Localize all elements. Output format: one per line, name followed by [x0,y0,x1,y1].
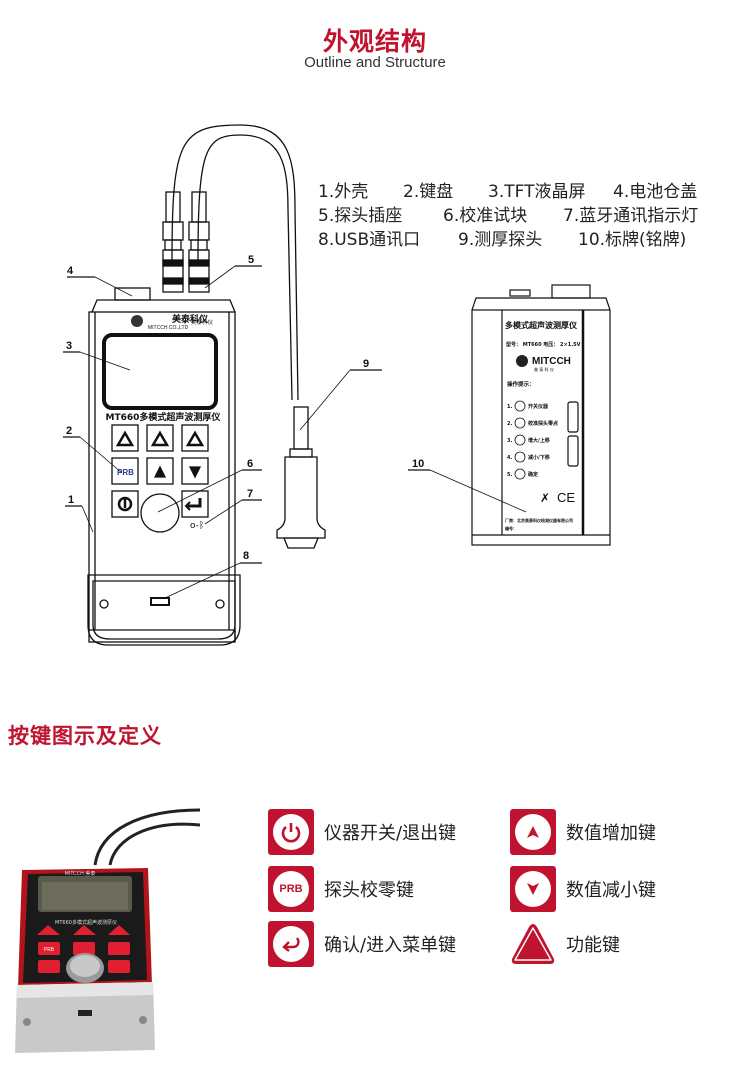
key-def-label: 数值减小键 [566,880,656,901]
prb-icon: PRB [268,866,314,912]
legend-item: 3.TFT液晶屏 [488,182,586,202]
enter-icon [268,921,314,967]
legend-item: 4.电池仓盖 [613,182,698,202]
svg-text:编号：: 编号： [505,525,517,531]
svg-text:PRB: PRB [117,468,134,477]
svg-text:型号： MT660 电压： 2×1.5V: 型号： MT660 电压： 2×1.5V [506,341,581,348]
svg-text:美 泰 科 仪: 美 泰 科 仪 [534,366,554,372]
svg-text:美泰科仪: 美泰科仪 [191,318,214,326]
legend-item: 1.外壳 [318,182,369,202]
svg-text:MITCCH 美泰: MITCCH 美泰 [65,870,96,877]
key-def-label: 探头校零键 [324,880,414,901]
svg-text:1: 1 [68,494,74,506]
key-def-up: 数值增加键 [510,809,656,855]
svg-text:8: 8 [243,550,249,562]
svg-text:5: 5 [248,254,254,266]
svg-text:美泰科仪: 美泰科仪 [172,313,209,325]
key-def-label: 确认/进入菜单键 [324,935,457,956]
legend-item: 6.校准试块 [443,206,528,226]
svg-text:7: 7 [247,488,253,500]
legend-row: 5.探头插座 6.校准试块 7.蓝牙通讯指示灯 [318,204,698,228]
svg-text:6: 6 [247,458,253,470]
section-title-keys: 按键图示及定义 [8,724,162,748]
svg-text:校准探头零点: 校准探头零点 [528,420,558,427]
svg-text:10: 10 [412,458,424,470]
svg-text:3: 3 [66,340,72,352]
legend-item: 2.键盘 [403,182,454,202]
svg-text:1.: 1. [507,404,512,410]
svg-text:PRB: PRB [44,947,55,953]
arrow-up-icon [510,809,556,855]
key-def-power: 仪器开关/退出键 [268,809,456,855]
key-def-prb: PRB 探头校零键 [268,866,414,912]
triangle-function-icon [510,921,556,967]
svg-text:o-ᛒ: o-ᛒ [190,520,204,531]
svg-text:9: 9 [363,358,369,370]
svg-text:MITCCH: MITCCH [532,356,571,367]
key-def-down: 数值减小键 [510,866,656,912]
back-view-diagram: 多模式超声波测厚仪 型号： MT660 电压： 2×1.5V MITCCH 美 … [408,284,611,546]
svg-text:5.: 5. [507,472,512,478]
svg-text:多模式超声波测厚仪: 多模式超声波测厚仪 [505,320,578,330]
svg-text:MITCCH CO.,LTD: MITCCH CO.,LTD [148,325,189,331]
key-def-label: 数值增加键 [566,823,656,844]
legend-item: 9.测厚探头 [458,230,543,250]
page-title-en: Outline and Structure [304,54,446,71]
svg-text:确定: 确定 [528,471,538,478]
key-def-function: 功能键 [510,921,620,967]
svg-text:3.: 3. [507,438,512,444]
svg-text:MT660多模式超声波测厚仪: MT660多模式超声波测厚仪 [106,411,222,423]
front-view-diagram: o-ᛒ 美泰科仪 美泰科仪 MITCCH CO.,LTD MT660多模 [63,124,382,646]
legend-item: 8.USB通讯口 [318,230,421,250]
svg-text:2: 2 [66,425,72,437]
arrow-down-icon [510,866,556,912]
key-def-label: 功能键 [566,935,620,956]
legend-row: 8.USB通讯口 9.测厚探头 10.标牌(铭牌) [318,228,698,252]
svg-text:厂商：北京美泰科仪检测仪器有限公司: 厂商：北京美泰科仪检测仪器有限公司 [505,517,573,523]
key-def-label: 仪器开关/退出键 [324,823,457,844]
svg-text:4: 4 [67,265,74,277]
svg-text:减小/下移: 减小/下移 [528,454,550,461]
svg-text:开关仪器: 开关仪器 [528,403,549,410]
svg-text:2.: 2. [507,421,512,427]
svg-text:CE: CE [557,490,575,505]
key-def-enter: 确认/进入菜单键 [268,921,456,967]
svg-text:操作提示：: 操作提示： [507,380,535,388]
legend-item: 7.蓝牙通讯指示灯 [563,206,699,226]
svg-text:增大/上移: 增大/上移 [528,437,550,444]
device-photo: MT660多模式超声波测厚仪 MITCCH 美泰 PRB [0,790,201,1060]
svg-text:4.: 4. [507,455,512,461]
page-title-cn: 外观结构 [322,27,427,56]
legend-item: 5.探头插座 [318,206,403,226]
parts-legend: 1.外壳 2.键盘 3.TFT液晶屏 4.电池仓盖 5.探头插座 6.校准试块 … [318,180,698,252]
legend-row: 1.外壳 2.键盘 3.TFT液晶屏 4.电池仓盖 [318,180,698,204]
legend-item: 10.标牌(铭牌) [578,230,687,250]
power-icon [268,809,314,855]
svg-text:MT660多模式超声波测厚仪: MT660多模式超声波测厚仪 [55,919,117,926]
svg-text:✗: ✗ [540,491,550,505]
